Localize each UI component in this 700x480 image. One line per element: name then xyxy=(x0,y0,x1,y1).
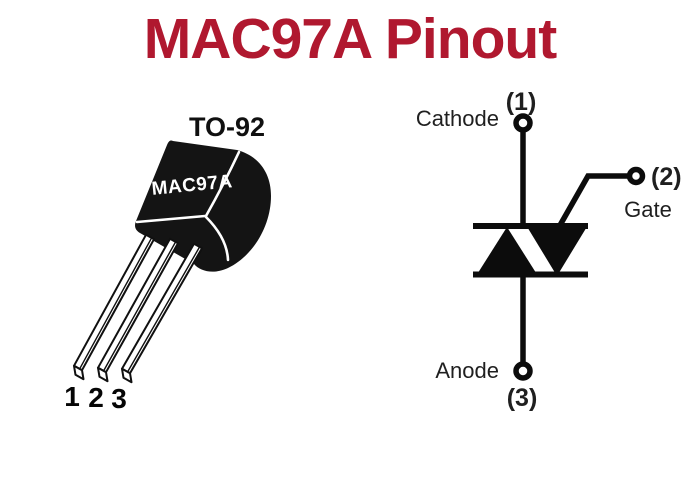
anode-pin-label: (3) xyxy=(507,384,538,412)
package-type-label: TO-92 xyxy=(189,112,265,142)
pin-number-1: 1 xyxy=(64,381,80,412)
package-bulge-highlight xyxy=(204,215,230,262)
package-body xyxy=(135,140,271,272)
schematic-labels: (1) Cathode (2) Gate Anode (3) xyxy=(416,88,682,412)
package-leads xyxy=(73,233,203,384)
page-title: MAC97A Pinout xyxy=(143,7,557,71)
lead-1 xyxy=(73,233,155,381)
gate-terminal xyxy=(626,166,646,186)
pin-number-2: 2 xyxy=(88,382,104,413)
gate-wire xyxy=(556,173,629,229)
triac-triangles xyxy=(476,225,588,276)
anode-label: Anode xyxy=(435,358,499,383)
pin-number-3: 3 xyxy=(111,383,127,414)
gate-pin-label: (2) xyxy=(651,163,682,191)
cathode-pin-label: (1) xyxy=(506,88,537,116)
lead-2 xyxy=(97,237,179,383)
triangle-down xyxy=(526,225,588,276)
cathode-terminal xyxy=(513,113,533,133)
triangle-up xyxy=(476,227,538,276)
triac-schematic: (1) Cathode (2) Gate Anode (3) xyxy=(416,88,682,412)
pin-numbers: 1 2 3 xyxy=(64,381,127,414)
lead-3 xyxy=(121,242,203,384)
anode-terminal xyxy=(513,361,533,381)
cathode-label: Cathode xyxy=(416,106,499,131)
package-face-side-highlight xyxy=(204,150,241,218)
package-drawing: TO-92 MAC97A xyxy=(64,112,271,414)
gate-label: Gate xyxy=(624,197,672,222)
package-face-base-highlight xyxy=(135,214,207,224)
